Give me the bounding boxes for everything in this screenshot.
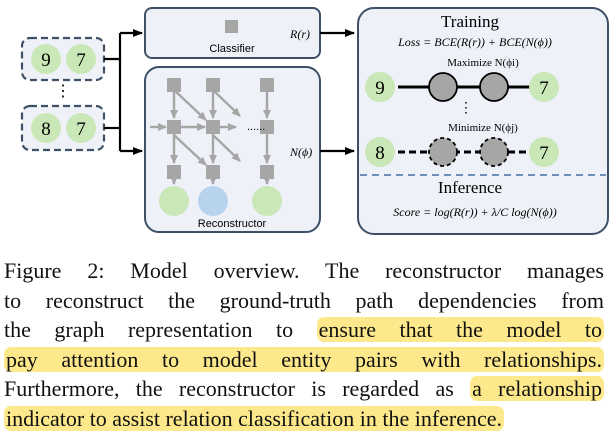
hidden-node [206,165,220,179]
hidden-node [206,120,220,134]
hidden-node [260,120,274,134]
path-start-node [365,137,395,167]
classifier-node [225,20,238,33]
reconstructor-module: ...... Reconstructor [144,66,321,233]
reconstructor-output-label: N(ϕ) [289,145,312,159]
path-start-label: 9 [375,78,385,99]
caption-line: to reconstruct the ground-truth path dep… [4,286,604,316]
maximize-label: Maximize N(ϕi) [447,57,519,69]
hidden-node [260,78,274,92]
reconstructed-entity-node [252,186,282,216]
caption-line: the graph representation to ensure that … [4,315,604,345]
caption-line: indicator to assist relation classificat… [4,404,604,434]
entity-label: 7 [76,50,86,71]
caption-line: pay attention to model entity pairs with… [4,345,604,375]
path-ellipsis: ⋮ [459,101,473,116]
entity-label: 8 [41,119,51,140]
training-title: Training [441,12,499,31]
path-start-label: 8 [375,143,385,164]
caption-line: Furthermore, the reconstructor is regard… [4,374,604,404]
training-inference-box [357,7,609,235]
input-pair-top: 9 7 [20,36,106,82]
entity-node [31,44,61,74]
input-ellipsis: ⋮ [55,83,71,100]
caption-text: to reconstruct the ground-truth path dep… [4,287,604,313]
inference-title: Inference [438,178,502,197]
caption-text: Figure 2: Model overview. The reconstruc… [4,258,604,283]
classifier-module: Classifier [144,7,321,59]
classifier-label: Classifier [209,43,255,55]
model-diagram: 9 7 ⋮ 8 7 Classifier R(r) [20,7,609,235]
caption-text: Furthermore, the reconstructor is regard… [4,376,471,401]
minimize-path: 8 7 [365,137,559,167]
caption-line: Figure 2: Model overview. The reconstruc… [4,256,604,286]
path-intermediate-node [428,137,458,167]
reconstructed-entity-node [198,186,228,216]
input-connector-arrows [104,29,143,155]
caption-text: the graph representation to [4,317,317,342]
entity-node [31,113,61,143]
input-pair-bottom: 8 7 [20,104,106,152]
entity-label: 7 [76,119,86,140]
reconstructor-label: Reconstructor [198,218,267,230]
highlighted-text: pay attention to model entity pairs with… [4,346,604,372]
minimize-label: Minimize N(ϕj) [448,122,518,134]
training-inference-panel: Training Loss = BCE(R(r)) + BCE(N(ϕ)) Ma… [357,7,609,235]
hidden-node [167,120,181,134]
highlighted-text: ensure that the model to [316,317,604,342]
reconstructor-dots: ...... [247,121,265,133]
hidden-node [206,78,220,92]
figure-caption: Figure 2: Model overview. The reconstruc… [4,256,604,433]
path-end-label: 7 [539,78,549,99]
path-intermediate-node [428,72,458,102]
path-start-node [365,72,395,102]
path-end-node [529,137,559,167]
training-loss-formula: Loss = BCE(R(r)) + BCE(N(ϕ)) [397,35,552,49]
path-end-node [529,72,559,102]
entity-node [66,113,96,143]
reconstructor-hidden-nodes [167,78,274,179]
hidden-node [260,165,274,179]
path-intermediate-node [479,137,509,167]
hidden-node [167,78,181,92]
highlighted-text: indicator to assist relation classificat… [4,405,505,431]
maximize-path: 9 7 [365,72,559,102]
reconstructed-entity-node [159,186,189,216]
entity-node [66,44,96,74]
highlighted-text: a relationship [470,376,604,401]
hidden-node [167,165,181,179]
classifier-output-label: R(r) [289,27,310,41]
inference-score-formula: Score = log(R(r)) + λ/C log(N(ϕ)) [393,205,556,219]
entity-label: 9 [41,50,51,71]
path-intermediate-node [479,72,509,102]
path-end-label: 7 [539,143,549,164]
